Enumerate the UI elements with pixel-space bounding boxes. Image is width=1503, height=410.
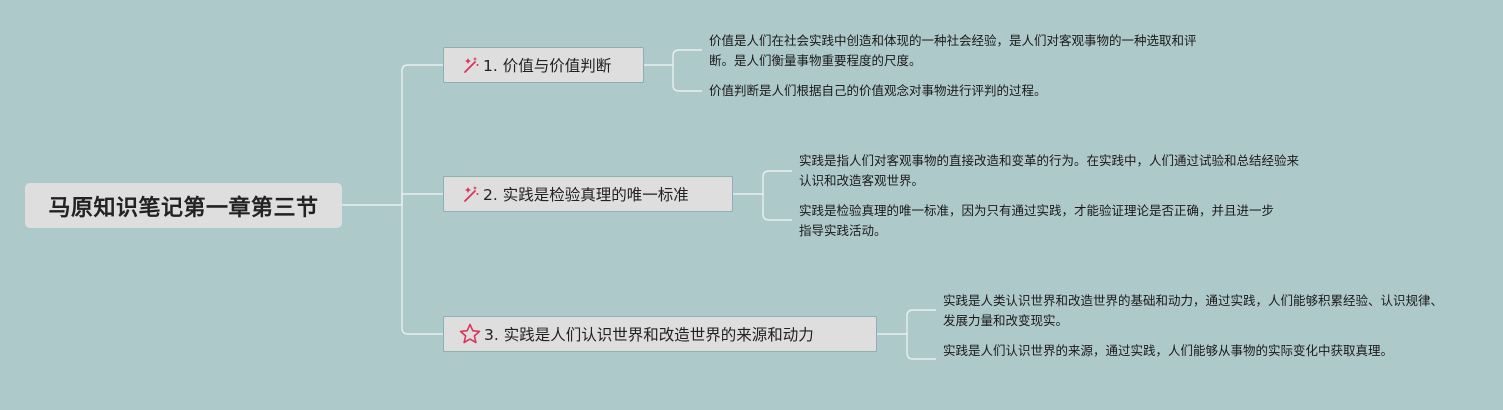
branch-topic-1[interactable]: 1. 价值与价值判断 — [443, 47, 644, 83]
star-outline-icon — [458, 322, 482, 346]
root-to-branch-2-line — [401, 193, 443, 205]
branch-topic-3-label: 3. 实践是人们认识世界和改造世界的来源和动力 — [484, 326, 814, 344]
branch-topic-1-label: 1. 价值与价值判断 — [483, 57, 612, 75]
branch-2-to-leaves-line — [733, 170, 792, 221]
leaf-topic-1-2[interactable]: 价值判断是人们根据自己的价值观念对事物进行评判的过程。 — [709, 83, 1047, 98]
sparkle-wand-icon — [461, 184, 481, 204]
root-to-branch-3-line — [401, 205, 443, 335]
leaf-topic-1-1[interactable]: 价值是人们在社会实践中创造和体现的一种社会经验，是人们对客观事物的一种选取和评断… — [709, 33, 1197, 68]
leaf-topic-3-1[interactable]: 实践是人类认识世界和改造世界的基础和动力，通过实践，人们能够积累经验、认识规律、… — [943, 293, 1444, 328]
root-topic-node[interactable]: 马原知识笔记第一章第三节 — [25, 183, 342, 228]
branch-topic-2-label: 2. 实践是检验真理的唯一标准 — [483, 186, 689, 204]
sparkle-wand-icon — [461, 55, 481, 75]
branch-topic-3[interactable]: 3. 实践是人们认识世界和改造世界的来源和动力 — [443, 316, 877, 352]
branch-topic-2[interactable]: 2. 实践是检验真理的唯一标准 — [443, 176, 733, 212]
leaf-topic-3-2[interactable]: 实践是人们认识世界的来源，通过实践，人们能够从事物的实际变化中获取真理。 — [943, 343, 1394, 358]
root-topic-label: 马原知识笔记第一章第三节 — [48, 195, 319, 221]
root-to-branch-1-line — [401, 64, 443, 205]
leaf-topic-2-2[interactable]: 实践是检验真理的唯一标准，因为只有通过实践，才能验证理论是否正确，并且进一步指导… — [799, 203, 1275, 238]
branch-1-to-leaves-line — [644, 49, 702, 92]
branch-3-to-leaves-line — [877, 309, 936, 360]
leaf-topic-2-1[interactable]: 实践是指人们对客观事物的直接改造和变革的行为。在实践中，人们通过试验和总结经验来… — [799, 153, 1300, 188]
